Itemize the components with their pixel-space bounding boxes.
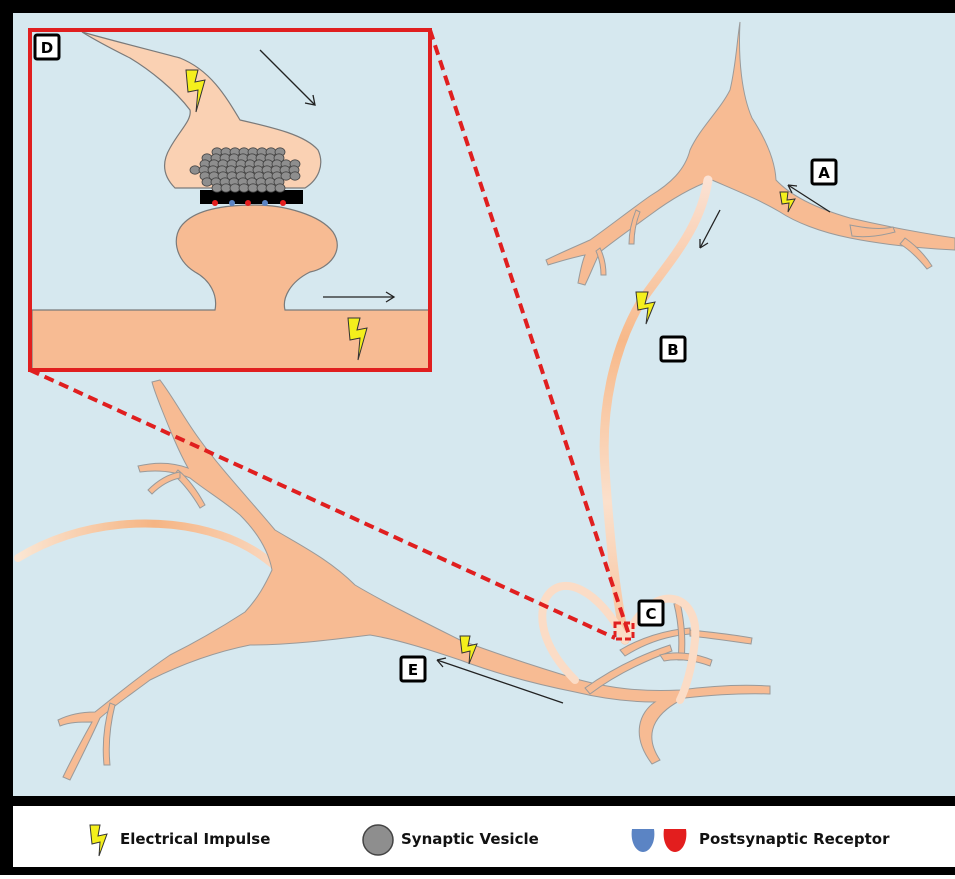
label-e-text: E bbox=[408, 661, 418, 679]
synaptic-vesicle-icon bbox=[363, 825, 393, 855]
synaptic-vesicle bbox=[221, 184, 231, 192]
label-c-text: C bbox=[645, 605, 656, 623]
label-e: E bbox=[401, 657, 425, 681]
label-c: C bbox=[639, 601, 663, 625]
synaptic-vesicle bbox=[257, 184, 267, 192]
label-d: D bbox=[35, 35, 59, 59]
legend-label-electrical-impulse: Electrical Impulse bbox=[120, 830, 270, 848]
label-b: B bbox=[661, 337, 685, 361]
synaptic-vesicle bbox=[212, 184, 222, 192]
label-a-text: A bbox=[818, 164, 830, 182]
synaptic-vesicle bbox=[239, 184, 249, 192]
synaptic-vesicle bbox=[248, 184, 258, 192]
synaptic-vesicle bbox=[230, 184, 240, 192]
synapse-inset bbox=[30, 30, 430, 370]
label-a: A bbox=[812, 160, 836, 184]
legend-label-synaptic-vesicle: Synaptic Vesicle bbox=[401, 830, 539, 848]
synaptic-vesicle bbox=[275, 184, 285, 192]
synaptic-vesicle bbox=[266, 184, 276, 192]
legend-label-postsynaptic-receptor: Postsynaptic Receptor bbox=[699, 830, 890, 848]
synaptic-vesicle bbox=[290, 172, 300, 180]
synaptic-vesicle bbox=[202, 178, 212, 186]
synaptic-vesicle-cluster bbox=[190, 148, 300, 192]
label-b-text: B bbox=[667, 341, 678, 359]
synaptic-vesicle bbox=[190, 166, 200, 174]
label-d-text: D bbox=[41, 39, 53, 57]
